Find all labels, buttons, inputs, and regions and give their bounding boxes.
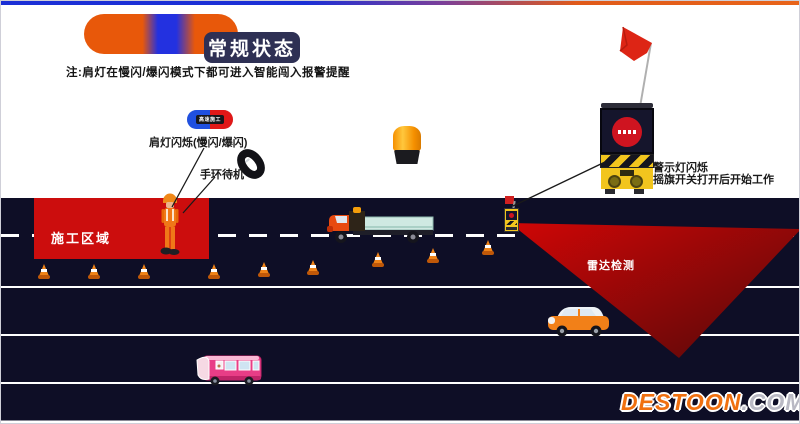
mini-hazard-stripes — [506, 221, 517, 225]
mini-robot-light — [509, 213, 514, 218]
car-icon — [548, 307, 609, 337]
robot-foot — [634, 189, 644, 194]
beacon-dome — [393, 126, 421, 151]
wristband-label: 手环待机 — [200, 169, 244, 181]
traffic-cone-icon — [38, 263, 50, 279]
mini-robot-body — [504, 208, 519, 232]
warning-light-label-line1: 警示灯闪烁 — [653, 162, 708, 174]
robot-lower-body — [601, 168, 653, 189]
title-badge: 常规状态 — [84, 14, 300, 63]
traffic-cone-icon — [427, 247, 439, 263]
warning-light-label-line2: 摇旗开关打开后开始工作 — [653, 174, 774, 186]
shoulder-light-label: 肩灯闪烁(慢闪/爆闪) — [149, 137, 248, 149]
beacon-light-icon — [391, 125, 423, 165]
hazard-stripes — [600, 154, 654, 168]
mini-warning-robot — [502, 194, 522, 236]
traffic-cone-icon — [307, 259, 319, 275]
mini-robot-base — [506, 227, 517, 230]
robot-rack — [601, 103, 653, 108]
warning-robot — [597, 21, 659, 196]
traffic-cone-icon — [88, 263, 100, 279]
robot-speaker-icon — [608, 175, 621, 188]
traffic-cone-icon — [482, 239, 494, 255]
shoulder-light-icon: 高速施工 — [187, 110, 233, 129]
lane-line-dashed — [1, 234, 799, 237]
no-entry-sign-dots — [618, 130, 636, 134]
beacon-base — [394, 150, 420, 164]
robot-display-panel — [600, 108, 654, 154]
mini-red-flag-icon — [505, 196, 514, 204]
watermark-suffix: .COM — [741, 389, 800, 415]
page-title: 常规状态 — [204, 32, 300, 63]
radar-zone — [510, 223, 799, 358]
wristband-screen — [244, 158, 251, 163]
traffic-cone-icon — [258, 261, 270, 277]
watermark: DESTOON.COM — [621, 389, 799, 417]
shoulder-light-device-text: 高速施工 — [196, 115, 224, 124]
robot-vent — [620, 170, 634, 176]
traffic-cone-icon — [208, 263, 220, 279]
radar-label: 雷达检测 — [587, 260, 635, 272]
truck-icon — [327, 207, 434, 243]
mini-robot-panel — [506, 211, 517, 220]
robot-foot — [605, 189, 615, 194]
note-text: 注:肩灯在慢闪/爆闪模式下都可进入智能闯入报警提醒 — [66, 67, 351, 79]
lane-line-solid — [1, 286, 799, 288]
red-flag-icon — [619, 26, 652, 108]
lane-line-solid — [1, 334, 799, 336]
traffic-cone-icon — [138, 263, 150, 279]
top-accent-bar — [1, 1, 799, 5]
robot-speaker-icon — [630, 175, 643, 188]
no-entry-sign-icon — [612, 117, 642, 147]
traffic-cone-icon — [372, 251, 384, 267]
van-icon — [196, 355, 262, 386]
worker-figure — [160, 193, 180, 255]
lane-line-solid — [1, 382, 799, 384]
watermark-brand: DESTOON — [621, 389, 742, 415]
construction-zone-label: 施工区域 — [51, 231, 112, 246]
construction-zone — [34, 198, 209, 259]
